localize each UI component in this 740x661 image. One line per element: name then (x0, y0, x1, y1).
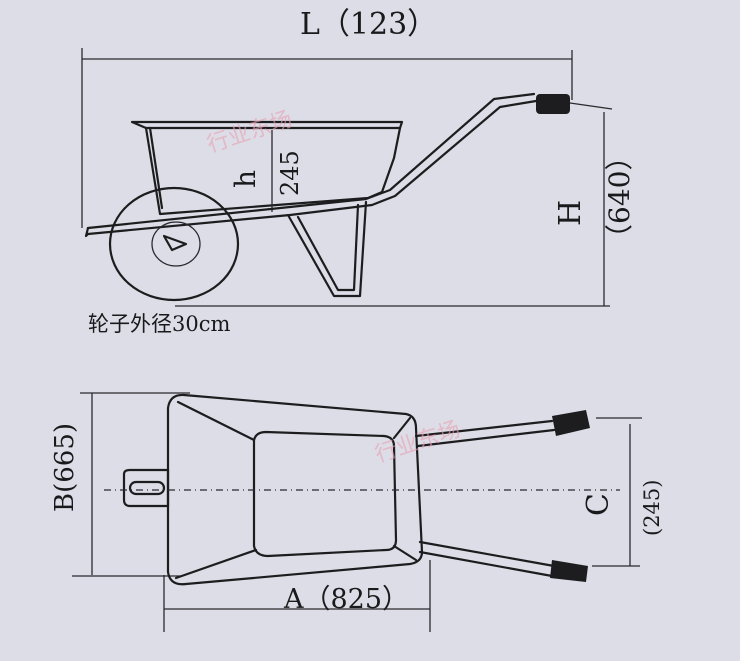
crease-top-right (392, 416, 412, 440)
crease-top-left (176, 400, 256, 442)
length-a-label: A（825） (284, 584, 410, 615)
tray-body (144, 126, 402, 216)
height-symbol-label: H (553, 199, 588, 226)
body-depth-value-label: 245 (276, 150, 304, 196)
wheel-top-view (122, 468, 170, 508)
wheel-tire (108, 186, 240, 302)
body-depth-symbol-label: h (229, 169, 262, 188)
handle-spacing-value-label: (245) (640, 479, 664, 536)
grip-top (552, 410, 590, 436)
handle-spacing-symbol-label: C (581, 493, 616, 516)
handle-top (414, 419, 556, 448)
side-view-drawing (81, 48, 613, 307)
length-label: L（123） (300, 7, 438, 42)
width-label: B(665) (50, 422, 80, 512)
axle-bracket (162, 234, 188, 252)
wheel-hub (151, 221, 201, 267)
handle-rail-lower (86, 99, 538, 236)
wheel-note: 轮子外径30cm (88, 312, 231, 336)
crease-bottom-left (174, 548, 258, 580)
rail-nose (84, 226, 90, 238)
wheel-axle-top-view (128, 480, 166, 496)
height-value-label: （640） (603, 142, 636, 252)
tray-inner-bottom (252, 430, 398, 558)
crease-bottom-right (392, 544, 418, 562)
handle-rail-upper (86, 92, 536, 230)
handle-bottom (418, 540, 556, 578)
side-grip (536, 94, 570, 114)
grip-bottom (550, 560, 588, 582)
top-view-drawing (72, 392, 642, 632)
leg-stand (286, 200, 368, 298)
height-top-extension (569, 102, 613, 110)
leg-stand-inner (296, 203, 360, 292)
tray-front-brace (148, 126, 164, 210)
